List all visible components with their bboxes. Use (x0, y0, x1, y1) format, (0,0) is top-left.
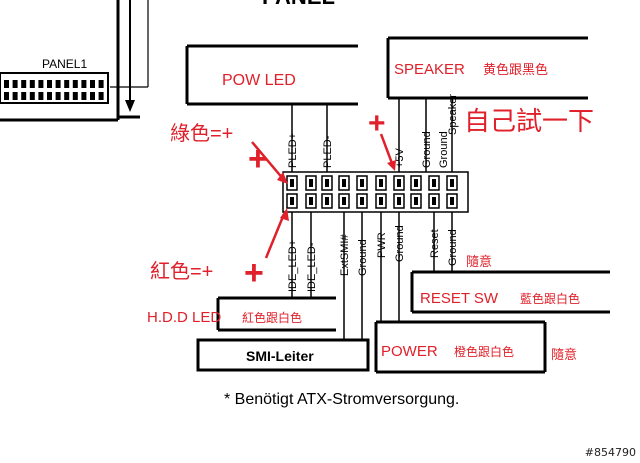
pin-label-ground-top-2: Ground (438, 131, 450, 168)
header-pin-core (379, 197, 383, 205)
mini-pin (21, 92, 27, 100)
footnote: * Benötigt ATX-Stromversorgung. (224, 391, 459, 408)
mini-pin (4, 92, 9, 100)
mini-pin (47, 92, 52, 100)
speaker-color-note: 黄色跟黑色 (483, 62, 548, 77)
mini-pin (90, 92, 95, 100)
hdd-led-box: H.D.D LED 紅色跟白色 (147, 296, 336, 332)
bottom-wires (291, 212, 453, 340)
pin-label-ide-led-plus: IDE_LED+ (287, 240, 299, 292)
pin-label-extsmi: ExtSMI# (339, 234, 351, 276)
mini-pin (12, 80, 18, 88)
smi-leiter-label: SMI-Leiter (246, 348, 314, 364)
power-label: POWER (381, 343, 438, 360)
mini-pin (4, 80, 9, 88)
header-pin-core (290, 197, 294, 205)
mini-pin (81, 92, 87, 100)
speaker-box: SPEAKER 黄色跟黑色 (386, 36, 588, 172)
pin-label-ide-led-minus: IDE_LED- (306, 242, 318, 292)
mini-pin (29, 92, 35, 100)
mini-pin (64, 92, 70, 100)
mini-pin (64, 80, 70, 88)
header-pin-core (450, 179, 454, 187)
header-pin-core (450, 197, 454, 205)
plus-mark-2: + (244, 254, 264, 292)
header-pin-grid (286, 175, 458, 209)
pin-label-speaker: Speaker (447, 94, 459, 135)
reset-sw-color-note: 藍色跟白色 (520, 291, 580, 306)
pin-label-reset: Reset (429, 229, 441, 258)
panel1-label: PANEL1 (42, 57, 87, 71)
hdd-led-label: H.D.D LED (147, 309, 221, 326)
mini-pin (98, 92, 104, 100)
header-pin-core (360, 179, 364, 187)
header-pin-core (325, 197, 329, 205)
header-pin-core (290, 179, 294, 187)
mini-pin (47, 80, 52, 88)
pin-label-pled-plus: PLED+ (287, 133, 299, 168)
pin-label-ground-bottom-3: Ground (447, 229, 459, 266)
try-it-note: 自己試一下 (464, 106, 594, 136)
header-pin-core (379, 179, 383, 187)
pin-label-ground-top-1: Ground (421, 131, 433, 168)
header-pin-core (397, 197, 401, 205)
header-pin-core (309, 197, 313, 205)
reset-sw-box: RESET SW 藍色跟白色 (410, 270, 610, 314)
power-color-note: 橙色跟白色 (454, 344, 514, 359)
reset-sw-label: RESET SW (420, 290, 499, 307)
bottom-pin-labels: IDE_LED+ IDE_LED- ExtSMI# Ground PWR Gro… (287, 225, 459, 292)
mini-pin (81, 80, 87, 88)
anything-note-2: 隨意 (551, 347, 577, 362)
mini-pin (90, 80, 95, 88)
front-panel-header (282, 171, 469, 213)
mini-pin (12, 92, 18, 100)
smi-leiter-box: SMI-Leiter (196, 338, 370, 372)
mini-pin (38, 92, 44, 100)
mini-pin (38, 80, 44, 88)
pin-label-pwr: PWR (376, 232, 388, 258)
red-plus-note: 紅色=+ (150, 260, 213, 283)
panel1-mini-pins (4, 80, 104, 100)
plus-mark-1: + (248, 140, 268, 178)
mini-pin (29, 80, 35, 88)
red-annotations: 綠色=+ + 紅色=+ + + 自己試一下 隨意 隨意 (150, 106, 594, 362)
pin-label-ground-bottom-1: Ground (357, 239, 369, 276)
power-box: POWER 橙色跟白色 (374, 320, 547, 374)
header-pin-core (342, 179, 346, 187)
header-title-partial: PANEL (262, 0, 335, 9)
mini-pin (98, 80, 104, 88)
header-pin-core (414, 179, 418, 187)
mini-pin (55, 80, 61, 88)
hdd-led-color-note: 紅色跟白色 (242, 310, 302, 325)
plus-mark-3: + (368, 107, 386, 140)
header-pin-core (397, 179, 401, 187)
header-pin-core (414, 197, 418, 205)
header-pin-core (432, 197, 436, 205)
anything-note-1: 隨意 (466, 254, 492, 269)
pin-label-pled-minus: PLED- (322, 135, 334, 168)
motherboard-corner: PANEL1 (0, 0, 149, 122)
header-pin-core (325, 179, 329, 187)
mini-pin (55, 92, 61, 100)
mini-pin (21, 80, 27, 88)
watermark: #854790 (584, 446, 636, 459)
header-pin-core (342, 197, 346, 205)
green-plus-note: 綠色=+ (170, 122, 233, 145)
mini-pin (72, 80, 78, 88)
speaker-label: SPEAKER (394, 61, 465, 78)
top-pin-labels: PLED+ PLED- +5V Ground Ground Speaker (287, 94, 459, 168)
pin-label-plus-5v: +5V (394, 147, 406, 168)
header-pin-core (309, 179, 313, 187)
pow-led-label: POW LED (222, 72, 296, 89)
header-pin-core (432, 179, 436, 187)
header-pin-core (360, 197, 364, 205)
pow-led-box: POW LED (185, 44, 358, 172)
mini-pin (72, 92, 78, 100)
pin-label-ground-bottom-2: Ground (394, 225, 406, 262)
